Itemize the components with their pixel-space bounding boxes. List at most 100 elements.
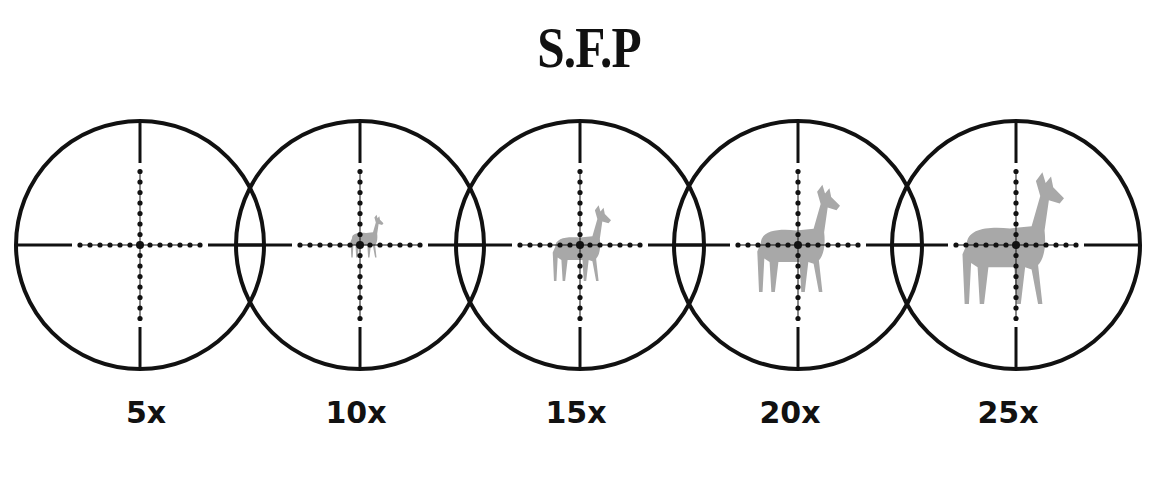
mil-dot [137, 284, 142, 289]
mil-dot [357, 179, 362, 184]
mil-dot [537, 242, 542, 247]
center-dot [794, 241, 802, 249]
magnification-label: 10x [325, 395, 386, 430]
scope-circle [236, 121, 484, 369]
crosshair-post [797, 121, 800, 163]
mil-dot [983, 242, 988, 247]
mil-dot [307, 242, 312, 247]
mil-dot [1013, 295, 1018, 300]
crosshair-post [456, 244, 512, 247]
crosshair-post [1015, 327, 1018, 369]
mil-dot [577, 221, 582, 226]
mil-dot [357, 221, 362, 226]
mil-dot [795, 232, 800, 237]
mil-dot [347, 242, 352, 247]
mil-dot [795, 305, 800, 310]
mil-dot [137, 221, 142, 226]
mil-dot [795, 190, 800, 195]
mil-dot [577, 263, 582, 268]
mil-dot [577, 211, 582, 216]
mil-dot [607, 242, 612, 247]
mil-dot [557, 242, 562, 247]
mil-dot [357, 169, 362, 174]
mil-dot [137, 200, 142, 205]
center-dot [136, 241, 144, 249]
mil-dot [357, 305, 362, 310]
mil-dot [327, 242, 332, 247]
mil-dot [963, 242, 968, 247]
mil-dot [855, 242, 860, 247]
magnification-label: 25x [977, 395, 1038, 430]
mil-dot [1013, 221, 1018, 226]
mil-dot [795, 295, 800, 300]
mil-dot [97, 242, 102, 247]
mil-dot [577, 169, 582, 174]
mil-dot [953, 242, 958, 247]
mil-dot [1013, 190, 1018, 195]
mil-dot [1013, 179, 1018, 184]
scope-circle [16, 121, 264, 369]
mil-dot [137, 316, 142, 321]
mil-dot [547, 242, 552, 247]
mil-dot [567, 242, 572, 247]
mil-dot [1073, 242, 1078, 247]
mil-dot [377, 242, 382, 247]
mil-dot [1003, 242, 1008, 247]
mil-dot [187, 242, 192, 247]
mil-dot [137, 295, 142, 300]
mil-dot [357, 232, 362, 237]
mil-dot [107, 242, 112, 247]
mil-dot [795, 284, 800, 289]
mil-dot [577, 253, 582, 258]
mil-dot [745, 242, 750, 247]
magnification-label: 15x [545, 395, 606, 430]
mil-dot [1013, 232, 1018, 237]
mil-dot [137, 190, 142, 195]
mil-dot [357, 316, 362, 321]
mil-dot [735, 242, 740, 247]
mil-dot [157, 242, 162, 247]
mil-dot [795, 316, 800, 321]
mil-dot [577, 190, 582, 195]
mil-dot [317, 242, 322, 247]
mil-dot [137, 305, 142, 310]
scope-circle [674, 121, 922, 369]
mil-dot [577, 284, 582, 289]
mil-dot [993, 242, 998, 247]
mil-dot [357, 274, 362, 279]
mil-dot [755, 242, 760, 247]
mil-dot [587, 242, 592, 247]
mil-dot [417, 242, 422, 247]
mil-dot [357, 211, 362, 216]
crosshair-post [797, 327, 800, 369]
mil-dot [137, 253, 142, 258]
mil-dot [517, 242, 522, 247]
mil-dot [795, 221, 800, 226]
magnification-label: 20x [759, 395, 820, 430]
mil-dot [1013, 263, 1018, 268]
mil-dot [577, 232, 582, 237]
mil-dot [357, 284, 362, 289]
mil-dot [407, 242, 412, 247]
mil-dot [617, 242, 622, 247]
mil-dot [1013, 316, 1018, 321]
mil-dot [87, 242, 92, 247]
crosshair-post [579, 121, 582, 163]
crosshair-post [892, 244, 948, 247]
mil-dot [137, 232, 142, 237]
mil-dot [1013, 305, 1018, 310]
mil-dot [527, 242, 532, 247]
mil-dot [77, 242, 82, 247]
mil-dot [577, 316, 582, 321]
mil-dot [795, 211, 800, 216]
mil-dot [137, 211, 142, 216]
mil-dot [367, 242, 372, 247]
mil-dot [637, 242, 642, 247]
center-dot [576, 241, 584, 249]
scope-reticles [16, 121, 1140, 369]
mil-dot [137, 274, 142, 279]
mil-dot [795, 253, 800, 258]
mil-dot [1023, 242, 1028, 247]
mil-dot [785, 242, 790, 247]
mil-dot [297, 242, 302, 247]
